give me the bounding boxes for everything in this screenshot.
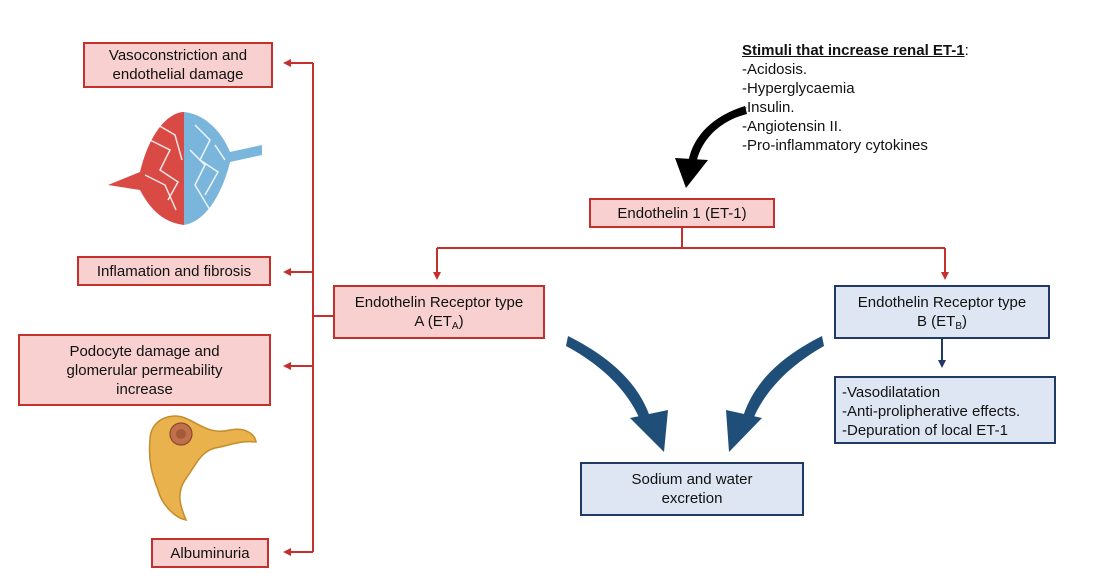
- sodium-line1: Sodium and water: [631, 471, 753, 488]
- stimuli-title-colon: :: [964, 42, 969, 59]
- receptor-b-effects-box: -Vasodilatation -Anti-prolipherative eff…: [834, 376, 1056, 444]
- podocyte-line1: Podocyte damage and: [69, 342, 220, 360]
- stimulus-item: -Acidosis.: [742, 61, 808, 78]
- podocyte-line3: increase: [116, 380, 173, 398]
- blood-vessel-illustration: [108, 112, 262, 225]
- receptor-b-prefix: B (ET: [916, 313, 956, 330]
- receptor-a-sodium-arrow: [566, 336, 668, 452]
- receptor-b-suffix: ): [962, 313, 967, 330]
- vasoconstriction-box: Vasoconstriction and endothelial damage: [83, 42, 273, 88]
- stimulus-item: -Insulin.: [742, 99, 795, 116]
- receptor-a-prefix: A (ET: [414, 313, 452, 330]
- podocyte-illustration: [148, 415, 257, 521]
- receptor-a-line2: A (ETA): [414, 312, 464, 332]
- effect-item: -Depuration of local ET-1: [842, 422, 1008, 439]
- receptor-b-box: Endothelin Receptor type B (ETB): [834, 285, 1050, 339]
- receptor-b-line2: B (ETB): [916, 312, 967, 332]
- podocyte-line2: glomerular permeability: [66, 361, 223, 379]
- stimulus-item: -Pro-inflammatory cytokines: [742, 137, 928, 154]
- et1-split-connector: [433, 228, 949, 280]
- albuminuria-label: Albuminuria: [170, 544, 250, 562]
- receptor-a-line1: Endothelin Receptor type: [354, 294, 524, 311]
- receptor-a-suffix: ): [458, 313, 464, 330]
- stimuli-curved-arrow: [675, 106, 747, 188]
- et1-label: Endothelin 1 (ET-1): [617, 204, 747, 222]
- vasoconstriction-line1: Vasoconstriction and: [108, 47, 248, 64]
- podocyte-box: Podocyte damage and glomerular permeabil…: [18, 334, 271, 406]
- vasoconstriction-line2: endothelial damage: [112, 66, 244, 83]
- receptor-b-sodium-arrow: [726, 336, 824, 452]
- sodium-excretion-box: Sodium and water excretion: [580, 462, 804, 516]
- stimuli-block: Stimuli that increase renal ET-1: -Acido…: [742, 41, 969, 155]
- albuminuria-box: Albuminuria: [151, 538, 269, 568]
- effect-item: -Vasodilatation: [842, 384, 941, 401]
- stimulus-item: -Angiotensin II.: [742, 118, 843, 135]
- effect-item: -Anti-prolipherative effects.: [842, 403, 1021, 420]
- sodium-line2: excretion: [661, 490, 723, 507]
- receptor-b-line1: Endothelin Receptor type: [857, 294, 1027, 311]
- inflammation-box: Inflamation and fibrosis: [77, 256, 271, 286]
- stimuli-title: Stimuli that increase renal ET-1: [742, 42, 965, 59]
- receptor-b-sub: B: [955, 321, 962, 332]
- inflammation-label: Inflamation and fibrosis: [96, 262, 252, 280]
- receptor-a-sub: A: [451, 321, 459, 332]
- receptor-a-box: Endothelin Receptor type A (ETA): [333, 285, 545, 339]
- et1-box: Endothelin 1 (ET-1): [589, 198, 775, 228]
- receptor-a-bus: [283, 59, 333, 556]
- stimulus-item: -Hyperglycaemia: [742, 80, 855, 97]
